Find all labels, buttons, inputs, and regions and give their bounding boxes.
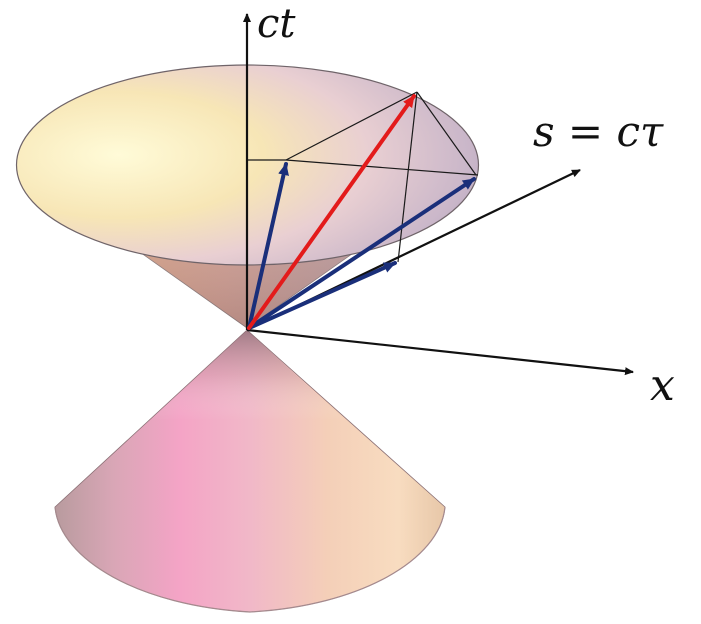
construction-line: [285, 91, 418, 161]
construction-line: [285, 159, 479, 176]
x-axis: [246, 328, 634, 376]
interval-axis-label: s = cτ: [533, 107, 664, 156]
vectors: [247, 94, 476, 330]
x-axis-label: x: [650, 360, 675, 411]
construction-line: [416, 91, 477, 176]
ct-axis-label: ct: [257, 1, 296, 47]
resultant-vector: [247, 94, 416, 330]
construction-lines: [247, 91, 479, 263]
past-cone-rim-highlight: [54, 506, 446, 613]
lightlike-vector: [247, 177, 476, 330]
time-component-vector: [247, 162, 289, 330]
past-light-cone: [54, 329, 446, 613]
space-component-vector: [247, 261, 397, 330]
construction-line: [397, 91, 418, 263]
past-cone-neck-shading: [150, 330, 345, 420]
